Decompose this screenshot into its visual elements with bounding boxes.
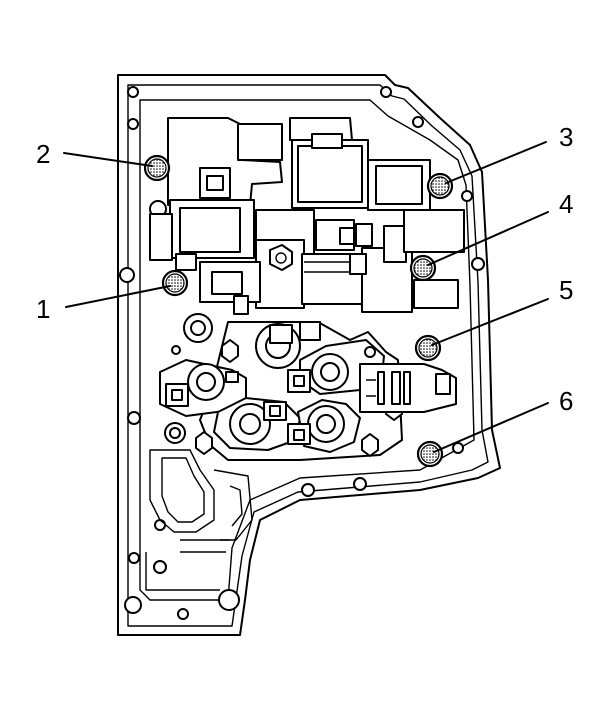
bolt-1 [161, 269, 189, 297]
callout-6: 6 [559, 386, 573, 416]
callout-4: 4 [559, 189, 573, 219]
lower-left-passages [145, 449, 253, 591]
bolt-6 [416, 440, 444, 468]
callout-5: 5 [559, 275, 573, 305]
right-valve [359, 363, 457, 413]
bolt-5 [414, 334, 442, 362]
bolt-2 [143, 154, 171, 182]
upper-solenoid-assembly [149, 117, 465, 315]
leader-1 [65, 285, 171, 308]
callout-2: 2 [36, 139, 50, 169]
leader-6 [433, 402, 549, 453]
callout-leaders [63, 141, 549, 453]
bolts [143, 154, 454, 468]
leader-2 [63, 152, 153, 167]
callout-1: 1 [36, 294, 50, 324]
bolt-4 [409, 254, 437, 282]
bolt-3 [426, 172, 454, 200]
lower-solenoid-cluster [159, 321, 403, 461]
leader-5 [431, 298, 549, 346]
callout-labels: 1 2 3 4 5 6 [36, 122, 573, 416]
leader-4 [427, 211, 549, 266]
callout-3: 3 [559, 122, 573, 152]
leader-3 [445, 141, 547, 184]
